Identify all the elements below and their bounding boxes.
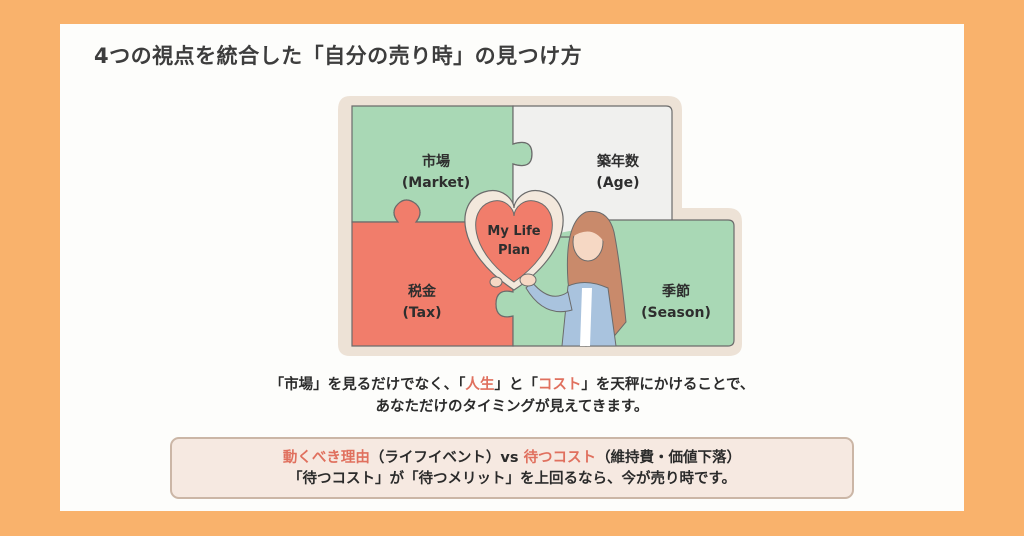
caption-text: 「市場」を見るだけでなく、「人生」と「コスト」を天秤にかけることで、 あなただけ…	[60, 374, 964, 418]
caption-text-a: 「市場」を見るだけでなく、「	[269, 377, 466, 393]
puzzle-illustration: My Life Plan 市場 (Market) 築年数 (Age) 税金 (T…	[338, 96, 742, 356]
caption-text-c: 」を天秤にかけることで、	[581, 377, 755, 393]
svg-text:(Tax): (Tax)	[402, 305, 441, 321]
highlight-cost-of-waiting: 待つコスト	[523, 450, 597, 466]
page-title: 4つの視点を統合した「自分の売り時」の見つけ方	[94, 44, 583, 68]
summary-line-1: 動くべき理由（ライフイベント）vs 待つコスト（維持費・価値下落）	[172, 448, 852, 469]
main-panel: 4つの視点を統合した「自分の売り時」の見つけ方 My Life Plan	[60, 24, 964, 511]
svg-text:Plan: Plan	[498, 243, 530, 258]
svg-text:(Season): (Season)	[641, 305, 711, 321]
svg-text:(Age): (Age)	[596, 175, 639, 191]
caption-line-1: 「市場」を見るだけでなく、「人生」と「コスト」を天秤にかけることで、	[60, 374, 964, 396]
svg-text:税金: 税金	[408, 283, 437, 300]
highlight-cost: コスト	[537, 377, 582, 393]
svg-text:市場: 市場	[422, 153, 450, 170]
puzzle-diagram: My Life Plan 市場 (Market) 築年数 (Age) 税金 (T…	[336, 92, 746, 360]
svg-text:季節: 季節	[661, 283, 690, 300]
woman-figure	[489, 210, 627, 347]
svg-text:(Market): (Market)	[402, 175, 470, 191]
highlight-reason-to-move: 動くべき理由	[282, 450, 370, 466]
summary-text-2: （維持費・価値下落）	[596, 450, 742, 466]
summary-box: 動くべき理由（ライフイベント）vs 待つコスト（維持費・価値下落） 「待つコスト…	[170, 437, 854, 499]
caption-text-b: 」と「	[494, 377, 538, 393]
svg-text:築年数: 築年数	[596, 153, 640, 170]
svg-text:My Life: My Life	[487, 224, 540, 239]
caption-line-2: あなただけのタイミングが見えてきます。	[375, 399, 649, 415]
summary-text-1: （ライフイベント）vs	[369, 450, 524, 466]
summary-line-2: 「待つコスト」が「待つメリット」を上回るなら、今が売り時です。	[287, 471, 737, 487]
highlight-life: 人生	[465, 377, 495, 393]
